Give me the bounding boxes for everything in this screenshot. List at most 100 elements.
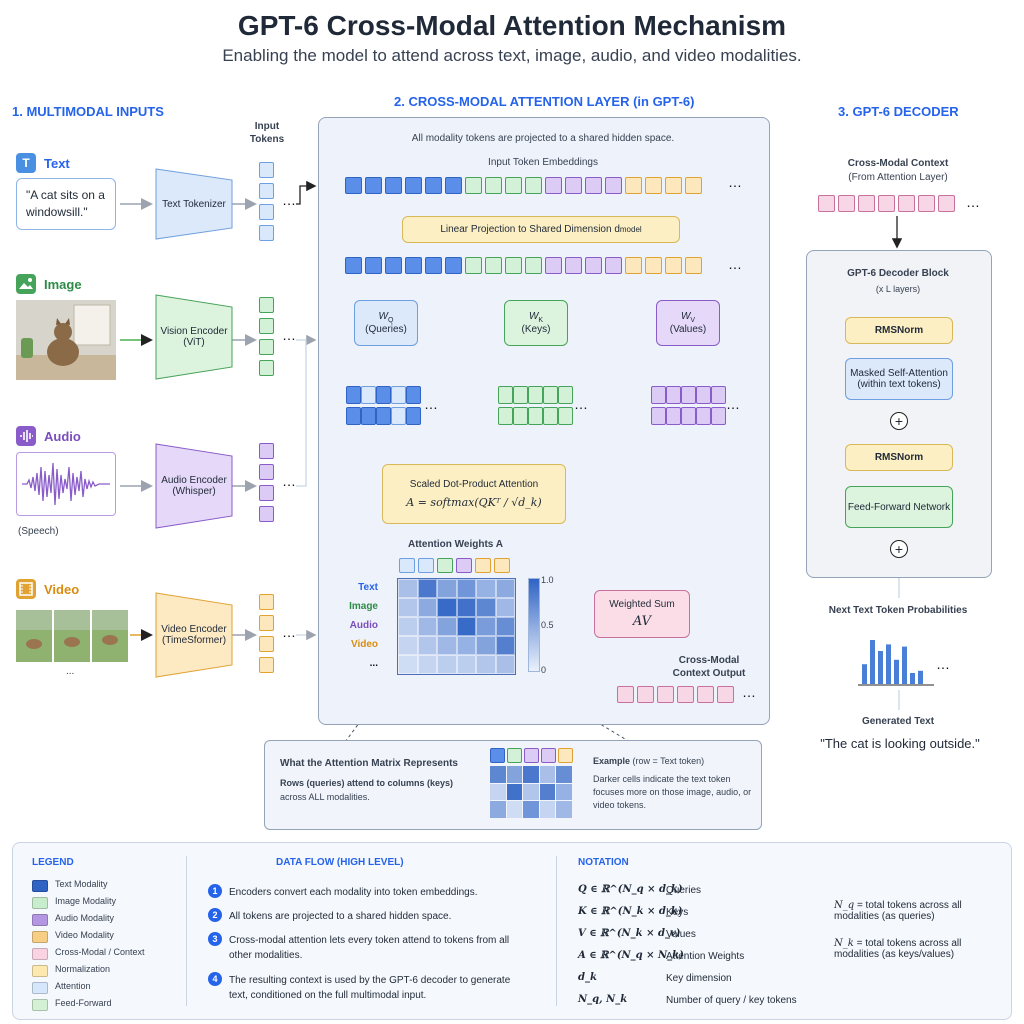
dataflow-step-text: All tokens are projected to a shared hid… xyxy=(229,911,452,922)
projected-token xyxy=(625,257,642,274)
input-token xyxy=(259,339,274,355)
projected-token xyxy=(385,257,402,274)
token-ellipsis: … xyxy=(282,327,296,343)
projected-token xyxy=(565,257,582,274)
embedding-token xyxy=(585,177,602,194)
residual-add-1: + xyxy=(890,412,908,430)
qkv-token xyxy=(681,407,696,425)
nq-definition: N_q = total tokens across all modalities… xyxy=(834,900,1004,922)
legend-swatch xyxy=(32,897,48,909)
matrix-cell xyxy=(495,598,515,617)
notation-title: NOTATION xyxy=(578,857,629,868)
projected-token xyxy=(545,257,562,274)
mini-matrix-cell xyxy=(523,766,539,783)
colorbar-mid: 0.5 xyxy=(541,620,554,630)
matrix-cell xyxy=(398,598,418,617)
audio-note: (Speech) xyxy=(18,526,59,537)
decoder-context-ellipsis: … xyxy=(966,194,980,210)
explain-line2: across ALL modalities. xyxy=(280,792,370,802)
qkv-token xyxy=(376,407,391,425)
matrix-cell xyxy=(437,617,457,636)
notation-description: Attention Weights xyxy=(666,951,745,962)
notation-symbol: K ∈ ℝ^(N_k × d_k) xyxy=(578,906,683,917)
k-ellipsis: … xyxy=(574,396,588,412)
generated-title: Generated Text xyxy=(861,716,935,727)
weights-key-token xyxy=(475,558,491,573)
qkv-token xyxy=(513,407,528,425)
divider-2 xyxy=(556,856,557,1006)
decoder-context-sub: (From Attention Layer) xyxy=(848,172,948,183)
qkv-token xyxy=(528,386,543,404)
embedding-token xyxy=(685,177,702,194)
legend-label: Cross-Modal / Context xyxy=(55,947,145,957)
legend-swatch xyxy=(32,948,48,960)
input-token xyxy=(259,636,274,652)
qkv-token xyxy=(361,386,376,404)
qkv-token xyxy=(528,407,543,425)
mini-matrix-cell xyxy=(490,766,506,783)
matrix-cell xyxy=(417,598,437,617)
qkv-token xyxy=(406,407,421,425)
context-output-token xyxy=(657,686,674,703)
matrix-row-label: Audio xyxy=(349,620,378,631)
rmsnorm-1: RMSNorm xyxy=(845,317,953,344)
notation-description: Key dimension xyxy=(666,973,732,984)
qkv-token xyxy=(711,407,726,425)
qkv-token xyxy=(543,386,558,404)
notation-description: Queries xyxy=(666,885,702,896)
matrix-cell xyxy=(456,617,476,636)
dataflow-title: DATA FLOW (HIGH LEVEL) xyxy=(276,857,404,868)
token-ellipsis: … xyxy=(282,624,296,640)
text-encoder-shape xyxy=(155,168,233,240)
mini-matrix-cell xyxy=(506,801,523,818)
next-token-label: Next Text Token Probabilities xyxy=(828,605,968,616)
v-ellipsis: … xyxy=(726,396,740,412)
context-output-token xyxy=(677,686,694,703)
embedding-token xyxy=(465,177,482,194)
context-output-token xyxy=(697,686,714,703)
projected-token xyxy=(445,257,462,274)
projected-token xyxy=(425,257,442,274)
dataflow-step-text: The resulting context is used by the GPT… xyxy=(229,975,511,1001)
mini-matrix xyxy=(490,766,572,818)
text-encoder-label: Text Tokenizer xyxy=(162,198,226,210)
weights-key-token xyxy=(399,558,415,573)
legend-label: Audio Modality xyxy=(55,913,115,923)
projected-token xyxy=(405,257,422,274)
nk-text: = total tokens across all modalities (as… xyxy=(834,938,962,960)
legend-swatch xyxy=(32,999,48,1011)
decoder-context-title: Cross-Modal Context xyxy=(847,158,949,169)
qkv-token xyxy=(346,386,361,404)
histogram-bar xyxy=(870,640,875,684)
matrix-cell xyxy=(476,636,496,655)
mini-matrix-cell xyxy=(490,801,506,818)
embedding-token xyxy=(505,177,522,194)
decoder-block-sub: (x L layers) xyxy=(875,284,921,294)
weights-key-token xyxy=(437,558,453,573)
masked-attention-box: Masked Self-Attention (within text token… xyxy=(845,358,953,400)
histogram-bar xyxy=(918,670,923,684)
decoder-context-token xyxy=(838,195,855,212)
embedding-ellipsis: … xyxy=(728,174,742,190)
audio-waveform xyxy=(22,462,110,506)
matrix-cell xyxy=(437,655,457,674)
mini-matrix-cell xyxy=(556,766,572,783)
matrix-row-label: ... xyxy=(369,658,378,669)
input-token xyxy=(259,506,274,522)
token-histogram xyxy=(858,640,934,686)
cat-photo xyxy=(16,300,116,380)
wq-sub: Q xyxy=(388,317,394,324)
bottom-panel xyxy=(12,842,1012,1020)
matrix-cell xyxy=(398,617,418,636)
dataflow-step-number: 3 xyxy=(208,932,222,946)
matrix-row-label: Text xyxy=(358,582,378,593)
histogram-bar xyxy=(886,644,891,684)
audio-encoder-shape xyxy=(155,443,233,529)
mini-header-token xyxy=(507,748,522,763)
vision-encoder-label: Vision Encoder (ViT) xyxy=(160,326,228,348)
embedding-token xyxy=(665,177,682,194)
wv-label: (Values) xyxy=(669,324,707,335)
video-more: ... xyxy=(66,666,75,677)
legend-swatch xyxy=(32,982,48,994)
